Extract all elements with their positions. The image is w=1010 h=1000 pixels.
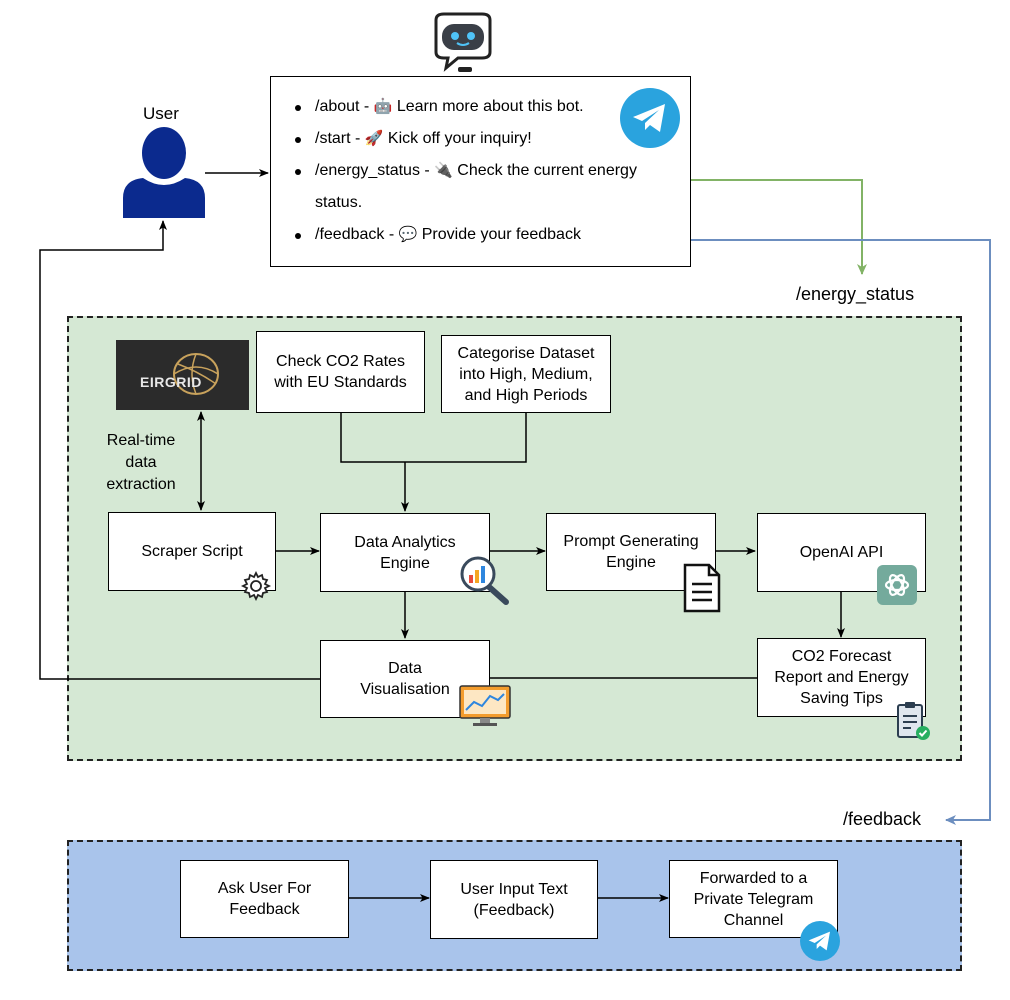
command-about[interactable]: /about - 🤖 Learn more about this bot. [295,91,675,123]
speech-bubble-icon: 💬 [398,226,418,243]
robot-face-icon: 🤖 [373,98,393,115]
edge-checkco2-merge [340,412,527,463]
globe-icon [173,353,219,395]
document-icon [683,563,721,613]
openai-icon [877,565,917,605]
telegram-small-icon [800,921,840,961]
edge-feedback [691,239,991,825]
scraper-node: Scraper Script [108,512,276,591]
command-start[interactable]: /start - 🚀 Kick off your inquiry! [295,123,675,155]
edge-visualisation-user [39,220,320,680]
eirgrid-logo: EIRGRID [116,340,249,410]
telegram-icon [620,88,680,148]
energy-status-label: /energy_status [796,284,915,304]
monitor-chart-icon [459,685,511,726]
ask-user-node: Ask User For Feedback [180,860,349,938]
user-input-node: User Input Text (Feedback) [430,860,598,939]
robot-icon [434,12,492,72]
command-feedback[interactable]: /feedback - 💬 Provide your feedback [295,219,675,251]
bot-commands-box: /about - 🤖 Learn more about this bot. /s… [270,76,691,267]
user-label: User [143,104,179,123]
analytics-node: Data Analytics Engine [320,513,490,592]
plug-icon: 🔌 [434,162,453,179]
analytics-magnifier-icon [460,556,509,605]
command-energy-status[interactable]: /energy_status - 🔌 Check the current ene… [295,155,675,219]
edge-energy-status [691,179,867,275]
gear-icon [240,570,272,602]
realtime-extraction-label: Real-time data extraction [106,432,176,493]
clipboard-check-icon [897,702,930,740]
user-icon[interactable] [121,126,207,218]
categorise-node: Categorise Dataset into High, Medium, an… [441,335,611,413]
rocket-icon: 🚀 [364,130,384,147]
eirgrid-wordmark: EIRGRID [140,374,202,390]
feedback-label: /feedback [843,809,922,829]
check-co2-node: Check CO2 Rates with EU Standards [256,331,425,413]
forecast-node: CO2 Forecast Report and Energy Saving Ti… [757,638,926,717]
command-list: /about - 🤖 Learn more about this bot. /s… [295,91,675,251]
